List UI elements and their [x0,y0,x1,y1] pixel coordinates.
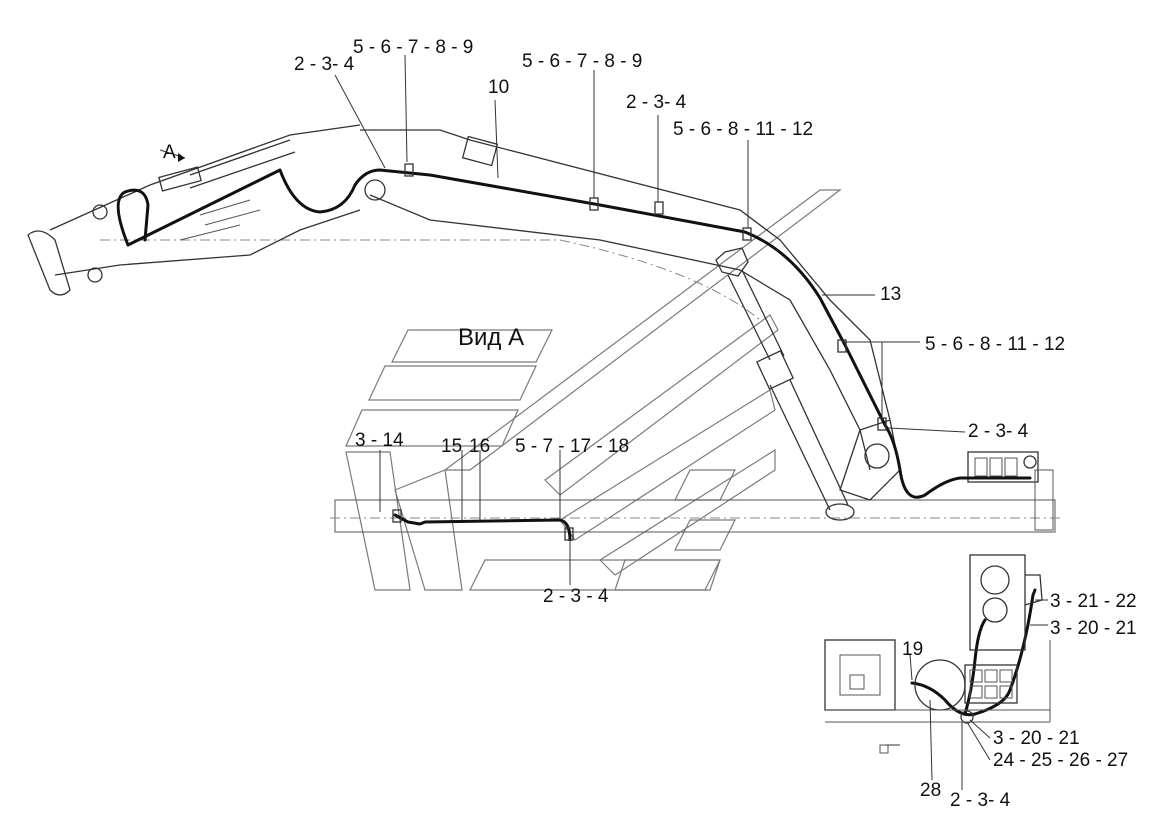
view-bg-bar-5 [674,519,736,551]
callout-label: 13 [880,284,901,305]
callout-label: 5 - 7 - 17 - 18 [515,436,629,457]
hose-lines [116,168,1037,717]
bucket-link [27,230,71,296]
view-bg-bar-7 [614,559,721,591]
chassis-outline [330,451,1060,533]
callout-label: 3 - 21 - 22 [1050,591,1137,612]
boom-cylinder [715,247,855,521]
callout-label: 2 - 3- 4 [294,54,355,75]
boom-pivot [864,443,890,469]
stick-cylinder [158,166,202,192]
callout-label: 3 - 20 - 21 [1050,618,1137,639]
control-valve-block [967,451,1039,483]
callout-label: 28 [920,780,941,801]
clamp [392,509,402,523]
stick-upper-edge [49,124,361,231]
callout-label: 5 - 6 - 8 - 11 - 12 [673,119,813,140]
hose-main-boom [126,168,1032,499]
callout-label: 2 - 3 - 4 [543,586,609,607]
valve-section [1004,457,1018,477]
stick-cylinder-head [461,135,499,167]
callout-label: 24 - 25 - 26 - 27 [993,750,1128,771]
view-bg-chevron-inner [394,469,463,591]
callout-label: 5 - 6 - 7 - 8 - 9 [522,51,642,72]
inset-pump-view [824,554,1051,754]
callout-label: 5 - 6 - 7 - 8 - 9 [353,37,473,58]
view-bg-bar-4 [674,469,736,501]
callout-label: 3 - 20 - 21 [993,728,1080,749]
callout-label: 2 - 3- 4 [950,790,1011,811]
leader-lines [159,54,1048,790]
hose-bucket-loop [116,188,150,247]
boom-pin [364,179,386,201]
clamp [837,339,847,353]
clamp [654,201,664,215]
view-bg-diag-4 [599,448,776,576]
view-bg-bar-2 [368,365,537,401]
hose-lower-right-2 [963,618,987,716]
hose-clamps [392,163,974,724]
view-bg-bar-1 [391,329,553,363]
view-a-title: Вид А [458,324,524,351]
clamp [742,227,752,241]
callout-label: 5 - 6 - 8 - 11 - 12 [925,334,1065,355]
callout-label: 2 - 3- 4 [626,92,687,113]
callout-label: 3 - 14 [355,430,404,451]
arrow-head [178,153,185,162]
boom-cylinder-eye [715,247,749,277]
callout-label: 10 [488,77,509,98]
boom-upper-edge [360,129,891,421]
view-a-background-shapes [345,189,842,591]
hose-view-a [393,513,572,542]
boom-heel [839,419,901,501]
tank-block [969,554,1026,651]
view-marker-label: А [163,142,176,163]
callout-label: 16 [469,436,490,457]
view-bg-chevron-left [345,451,411,591]
stick-lower-edge [54,209,361,276]
clamp [404,163,414,177]
callout-label: 15 [441,436,462,457]
callout-label: 2 - 3- 4 [968,421,1029,442]
chassis-frame-block [1034,469,1054,531]
view-bg-diag-2 [544,314,779,496]
fitting [960,710,974,724]
clamp [564,527,574,541]
hose-lower-right [910,588,1037,717]
stick-arm [27,124,499,296]
callout-label: 19 [902,639,923,660]
boom-lower-edge [369,194,871,471]
valve-section [974,457,988,477]
callout-labels: Вид А А 2 - 3- 4 5 - 6 - 7 - 8 - 9 10 5 … [163,37,1137,811]
valve-section [989,457,1003,477]
boom [100,129,901,501]
boom-cylinder-barrel [756,350,794,390]
chassis-body [334,499,1056,533]
